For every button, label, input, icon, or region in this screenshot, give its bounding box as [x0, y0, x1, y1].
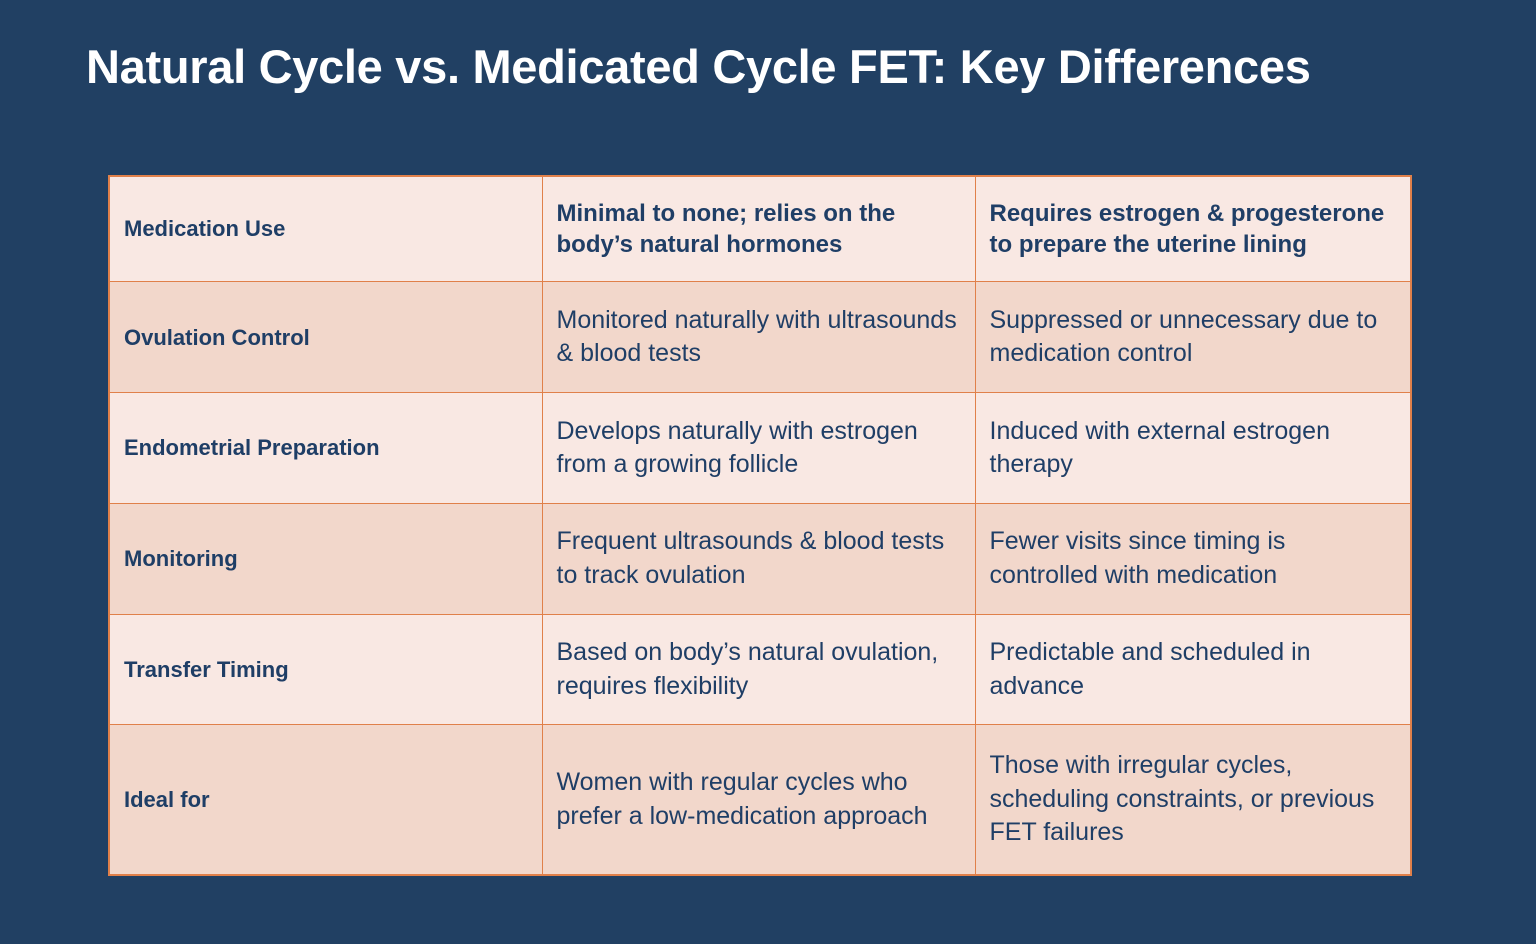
row-label-ideal-for: Ideal for [108, 724, 543, 876]
table-row: Transfer Timing Based on body’s natural … [108, 613, 1412, 726]
row-label-endometrial-preparation: Endometrial Preparation [108, 392, 543, 504]
cell-natural-monitoring: Frequent ultrasounds & blood tests to tr… [541, 502, 976, 615]
cell-medicated-ideal-for: Those with irregular cycles, scheduling … [974, 724, 1412, 876]
row-label-transfer-timing: Transfer Timing [108, 613, 543, 726]
cell-natural-transfer-timing: Based on body’s natural ovulation, requi… [541, 613, 976, 726]
cell-natural-ideal-for: Women with regular cycles who prefer a l… [541, 724, 976, 876]
comparison-table: Medication Use Minimal to none; relies o… [108, 175, 1412, 876]
cell-medicated-medication-use: Requires estrogen & progesterone to prep… [974, 175, 1412, 283]
comparison-table-container: Medication Use Minimal to none; relies o… [108, 175, 1412, 876]
row-label-monitoring: Monitoring [108, 502, 543, 615]
cell-natural-endometrial-preparation: Develops naturally with estrogen from a … [541, 392, 976, 504]
table-row: Monitoring Frequent ultrasounds & blood … [108, 502, 1412, 615]
cell-medicated-ovulation-control: Suppressed or unnecessary due to medicat… [974, 281, 1412, 394]
cell-natural-medication-use: Minimal to none; relies on the body’s na… [541, 175, 976, 283]
cell-medicated-monitoring: Fewer visits since timing is controlled … [974, 502, 1412, 615]
page-title: Natural Cycle vs. Medicated Cycle FET: K… [86, 40, 1311, 93]
table-body: Medication Use Minimal to none; relies o… [108, 175, 1412, 876]
row-label-ovulation-control: Ovulation Control [108, 281, 543, 394]
row-label-medication-use: Medication Use [108, 175, 543, 283]
table-row: Medication Use Minimal to none; relies o… [108, 175, 1412, 283]
cell-natural-ovulation-control: Monitored naturally with ultrasounds & b… [541, 281, 976, 394]
table-row: Ideal for Women with regular cycles who … [108, 724, 1412, 876]
cell-medicated-transfer-timing: Predictable and scheduled in advance [974, 613, 1412, 726]
cell-medicated-endometrial-preparation: Induced with external estrogen therapy [974, 392, 1412, 504]
table-row: Endometrial Preparation Develops natural… [108, 392, 1412, 504]
table-row: Ovulation Control Monitored naturally wi… [108, 281, 1412, 394]
